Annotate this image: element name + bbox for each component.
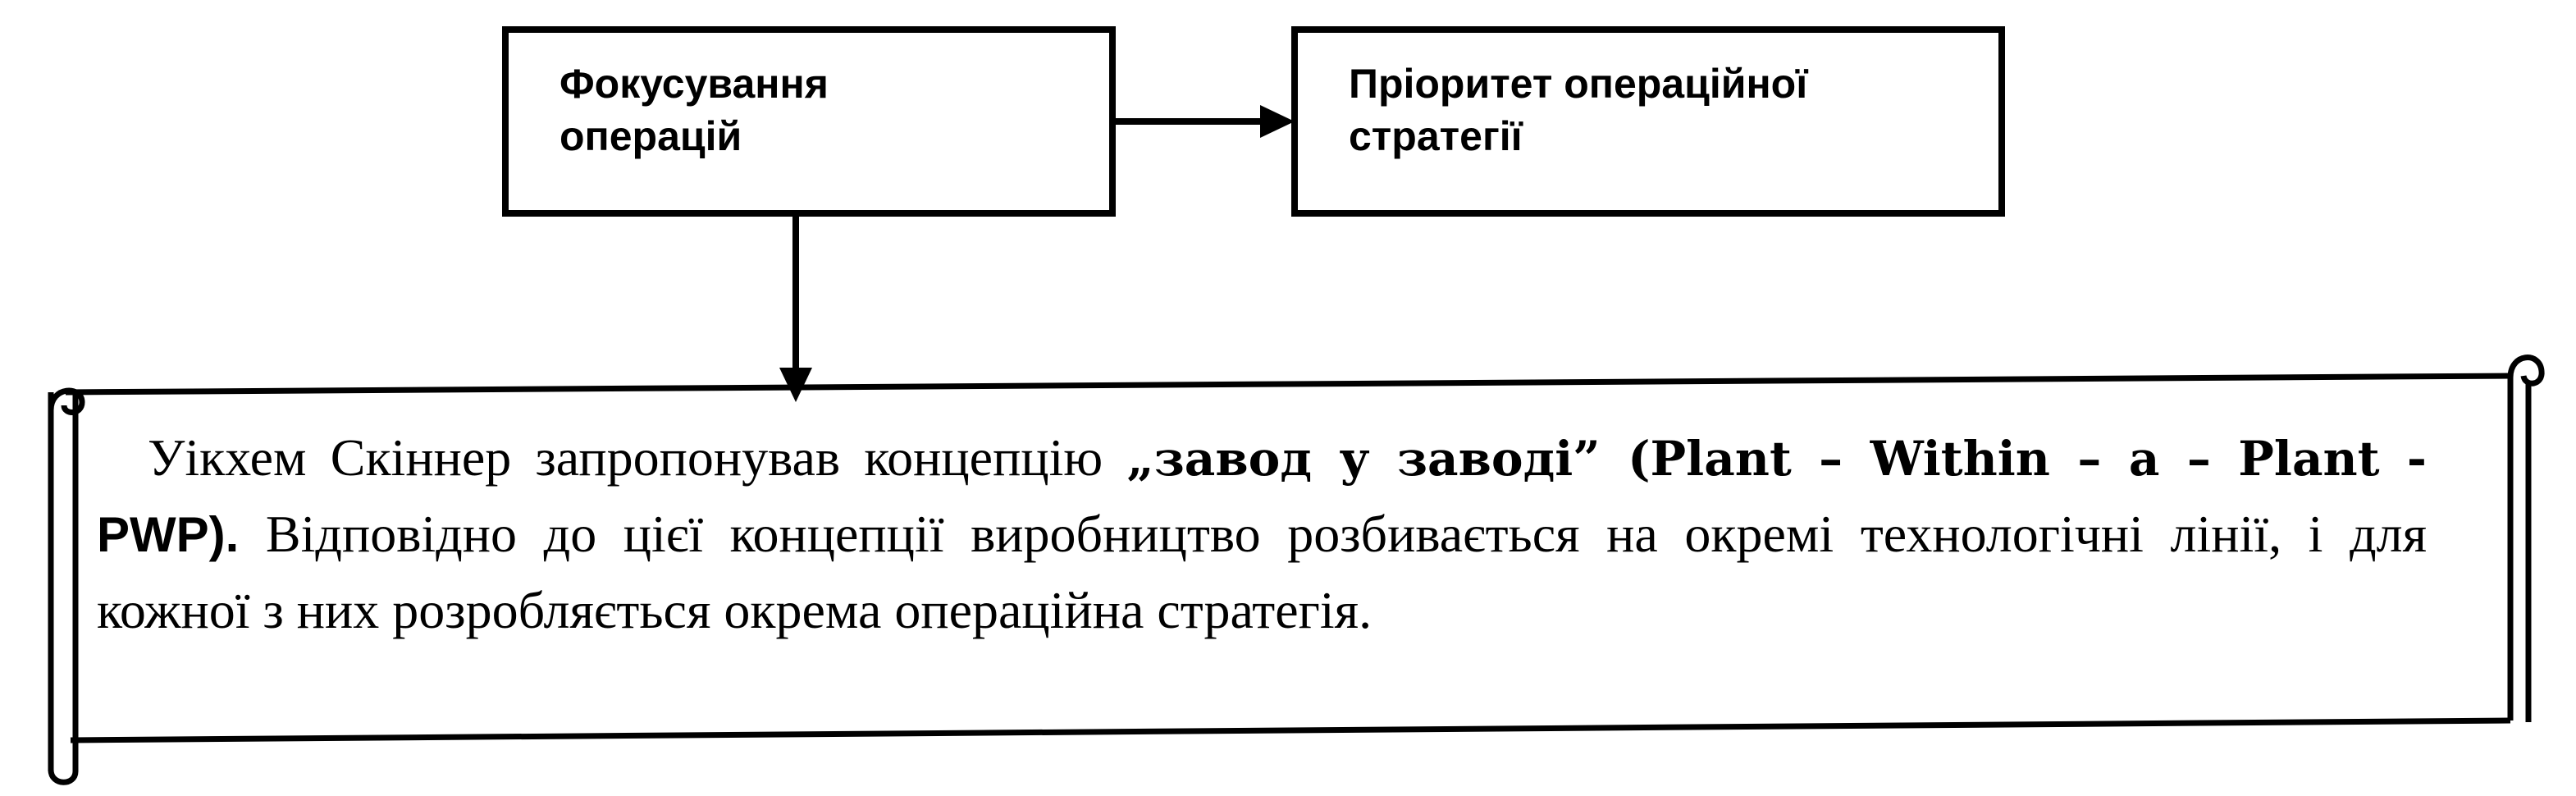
box-priority-line1: Пріоритет операційної — [1349, 61, 1808, 107]
box-focus-line1: Фокусування — [560, 61, 829, 107]
scroll-rest: Відповідно до цієї концепції виробництво… — [97, 505, 2427, 639]
box-strategy-priority: Пріоритет операційної стратегії — [1291, 26, 2005, 217]
scroll-concept-name: „завод у заводі” (Plant – Within – a – P… — [1126, 431, 2428, 487]
box-focus-operations: Фокусування операцій — [502, 26, 1116, 217]
scroll-paragraph: Уікхем Скіннер запропонував концепцію „з… — [97, 420, 2427, 648]
scroll-concept-abbr: PWP). — [97, 507, 240, 562]
box-focus-line2: операцій — [560, 113, 742, 159]
box-priority-line2: стратегії — [1349, 113, 1523, 159]
arrowhead-right — [1260, 105, 1295, 138]
scroll-frame — [48, 355, 2545, 785]
scroll-intro: Уікхем Скіннер запропонував концепцію — [148, 428, 1127, 487]
